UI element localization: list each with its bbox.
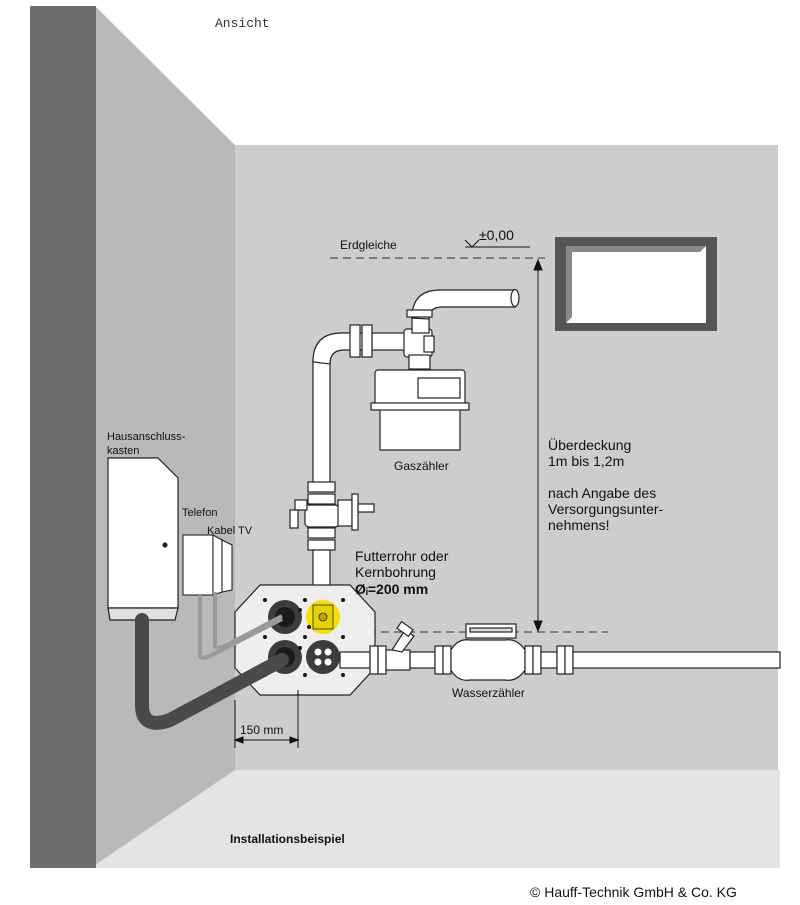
copyright: © Hauff-Technik GmbH & Co. KG bbox=[530, 884, 737, 900]
telephone-label: Telefon bbox=[182, 507, 218, 519]
caption: Installationsbeispiel bbox=[230, 832, 345, 846]
gas-pipe bbox=[312, 288, 520, 486]
main-cable bbox=[135, 613, 289, 730]
view-title: Ansicht bbox=[215, 16, 270, 31]
dimension-150mm bbox=[233, 690, 300, 748]
cable-tv-label: Kabel TV bbox=[207, 525, 253, 537]
house-connection-box bbox=[107, 457, 179, 621]
gas-valve bbox=[289, 481, 375, 591]
gas-meter-label: Gaszähler bbox=[394, 459, 449, 473]
telecom-boxes bbox=[182, 534, 233, 596]
conduit-label: Futterrohr oder Kernbohrung bbox=[355, 548, 449, 580]
wall-edge bbox=[30, 6, 96, 868]
water-pipe bbox=[339, 620, 781, 681]
water-meter-label: Wasserzähler bbox=[452, 686, 525, 700]
house-connection-box-label: Hausanschluss- kasten bbox=[107, 431, 186, 457]
cover-dimension bbox=[533, 258, 543, 633]
diameter-label: Øᵢ=200 mm bbox=[355, 581, 429, 597]
ground-level-label: Erdgleiche bbox=[340, 238, 397, 252]
cable-tv-cable bbox=[213, 592, 283, 650]
gas-meter bbox=[370, 369, 470, 451]
cover-label: Überdeckung 1m bis 1,2m nach Angabe des … bbox=[548, 437, 664, 533]
ground-level-value: ±0,00 bbox=[479, 227, 514, 243]
dimension-150-label: 150 mm bbox=[240, 723, 284, 737]
telephone-cable bbox=[198, 595, 283, 660]
window bbox=[555, 237, 717, 331]
